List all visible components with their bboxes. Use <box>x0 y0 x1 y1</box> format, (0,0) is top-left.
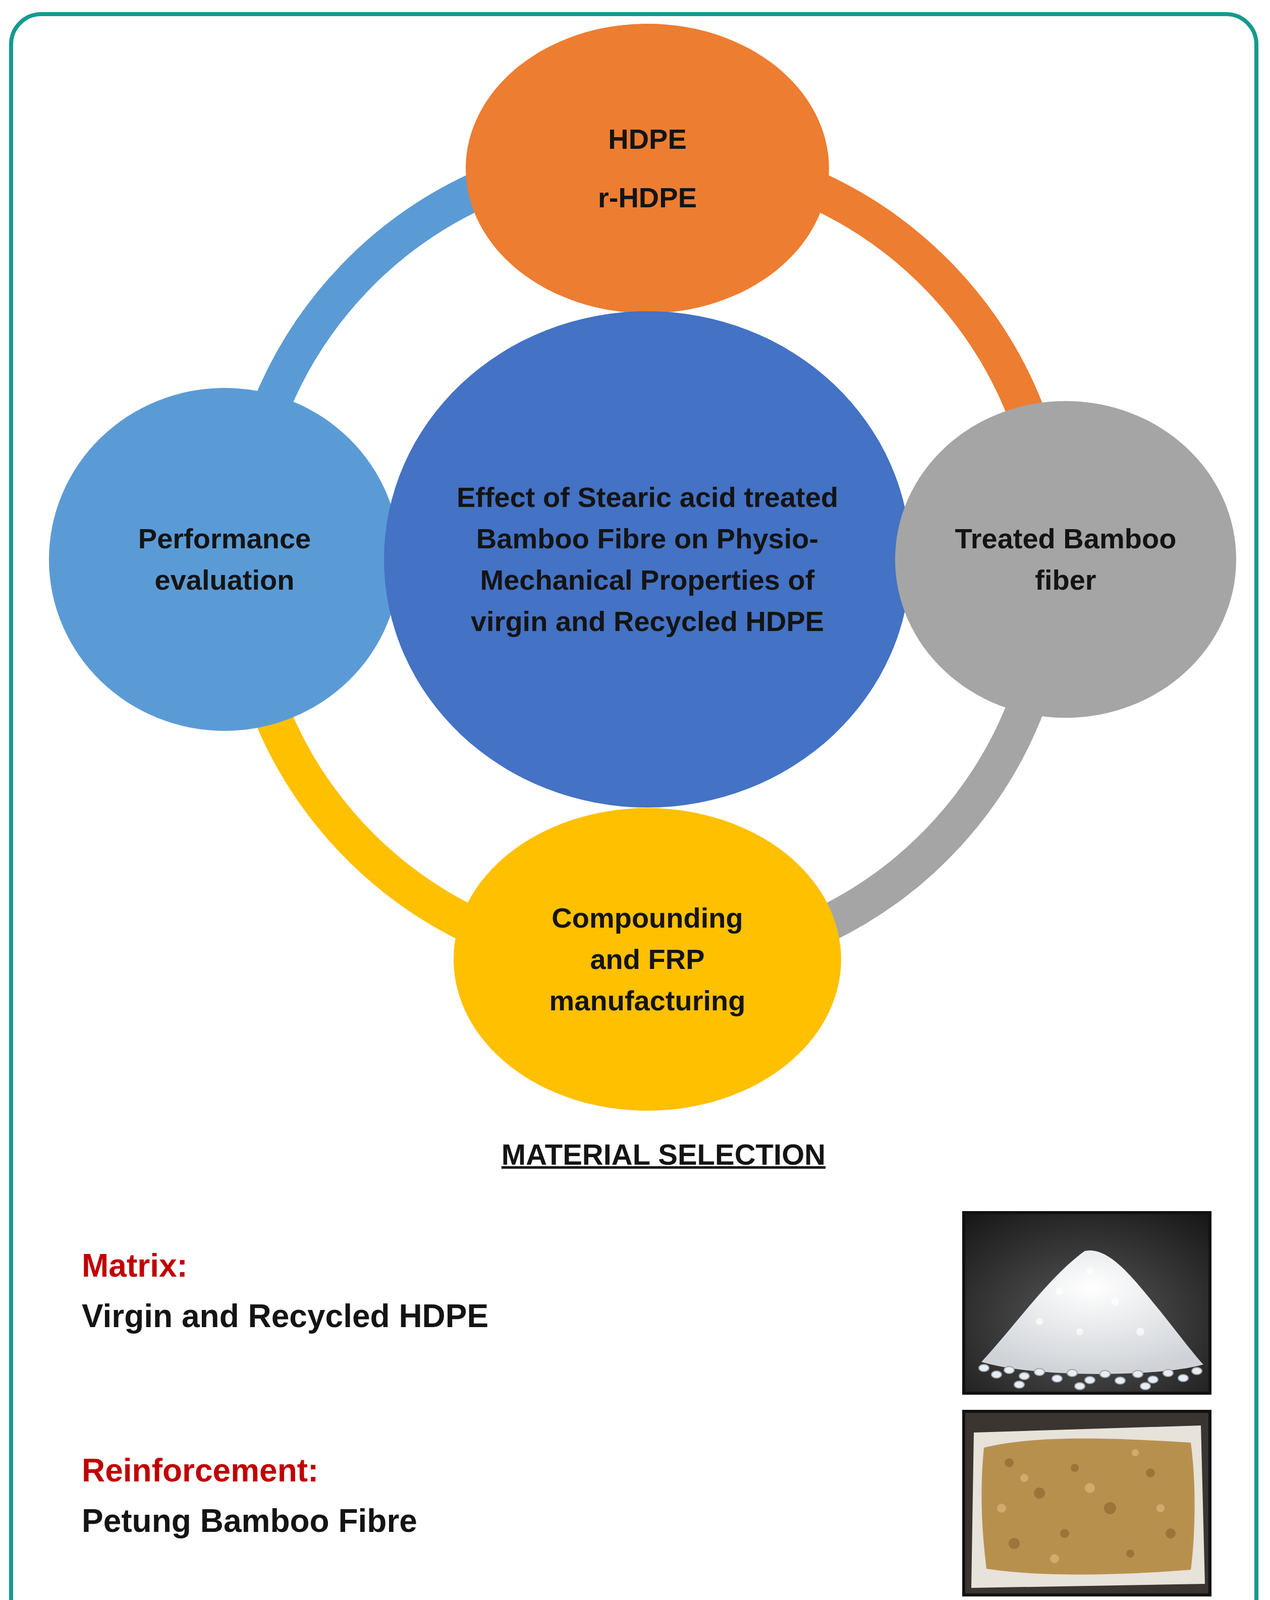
node-label: Effect of Stearic acid treated Bamboo Fi… <box>455 476 840 643</box>
circle-shape <box>383 311 911 808</box>
ring-connector <box>823 701 1028 926</box>
node-text-holder: Performance evaluation <box>48 388 401 732</box>
frame-border <box>11 14 1257 1600</box>
node-text-holder: HDPE r-HDPE <box>465 23 830 314</box>
node-label: Compounding and FRP manufacturing <box>528 897 766 1022</box>
circle-shape <box>465 23 830 314</box>
node-label: Treated Bamboo fiber <box>954 518 1177 601</box>
field-label: Reinforcement: <box>81 1452 319 1490</box>
field-value: Petung Bamboo Fibre <box>81 1502 418 1540</box>
circle-node: Effect of Stearic acid treated Bamboo Fi… <box>383 311 911 808</box>
section-heading: MATERIAL SELECTION <box>501 1137 826 1172</box>
ring-connector <box>270 712 471 926</box>
circle-node: Compounding and FRP manufacturing <box>453 808 842 1112</box>
circle-node: HDPE r-HDPE <box>465 23 830 314</box>
field-label: Matrix: <box>81 1247 188 1285</box>
circle-shape <box>48 388 401 732</box>
node-text-holder: Compounding and FRP manufacturing <box>453 808 842 1112</box>
field-value: Virgin and Recycled HDPE <box>81 1297 489 1336</box>
node-text-holder: Effect of Stearic acid treated Bamboo Fi… <box>383 311 911 808</box>
circle-shape <box>895 401 1237 719</box>
node-text-holder: Treated Bamboo fiber <box>895 401 1237 719</box>
circle-node: Performance evaluation <box>48 388 401 732</box>
node-label: HDPE <box>608 118 687 160</box>
node-label: Performance evaluation <box>105 518 344 601</box>
circle-node: Treated Bamboo fiber <box>895 401 1237 719</box>
ring-connector <box>815 189 1028 418</box>
node-label: r-HDPE <box>597 177 697 219</box>
ring-connector <box>270 189 480 407</box>
pellets-photo <box>963 1212 1210 1394</box>
bamboo-fibre-photo <box>963 1411 1210 1596</box>
